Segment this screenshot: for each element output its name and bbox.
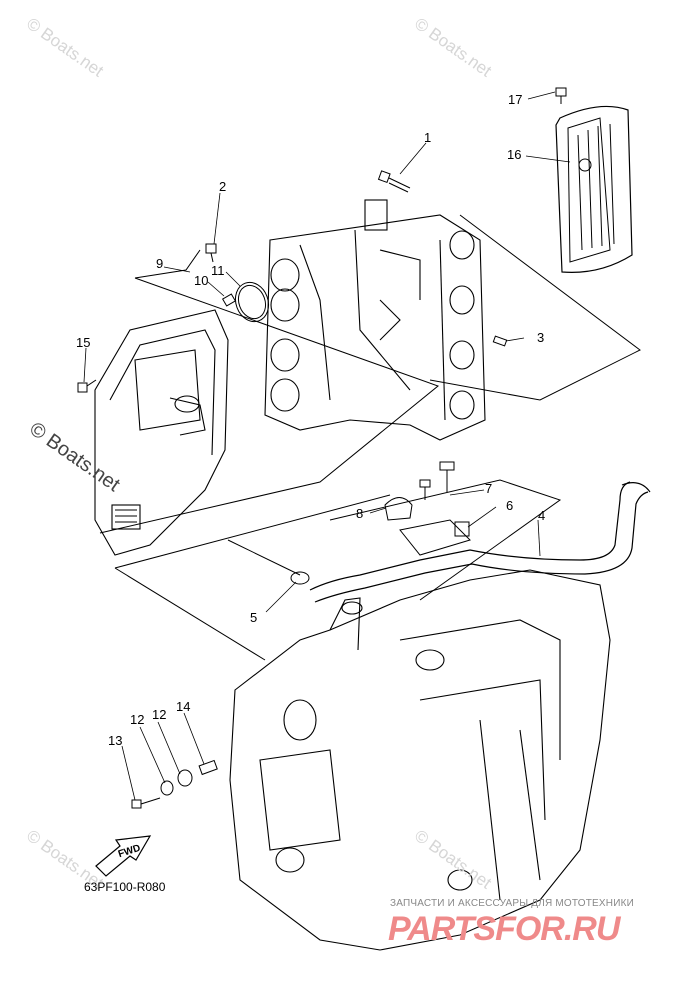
- bolt-part-7: [419, 461, 455, 500]
- engine-block-lower: [229, 569, 611, 951]
- callout-8: 8: [356, 506, 364, 521]
- leader-lines: [83, 91, 571, 801]
- group-outline-lower: [114, 479, 562, 661]
- pin-part-14: [198, 759, 218, 776]
- callout-10: 10: [194, 273, 209, 288]
- callout-12b: 12: [152, 707, 167, 722]
- bolt-part-17: [555, 87, 567, 104]
- bolt-part-13: [131, 797, 161, 809]
- bolt-part-2: [205, 243, 217, 263]
- clip-part-5: [290, 571, 310, 585]
- cylinder-cover-part-16: [555, 105, 633, 273]
- footer-tagline: ЗАПЧАСТИ И АКСЕССУАРЫ ДЛЯ МОТОТЕХНИКИ: [390, 898, 635, 909]
- callout-5: 5: [250, 610, 258, 625]
- group-outline-upper: [99, 214, 641, 534]
- pin-part-3: [492, 335, 508, 347]
- callout-16: 16: [507, 147, 522, 162]
- callout-4: 4: [538, 508, 546, 523]
- bolt-part-1: [377, 170, 411, 193]
- callout-7: 7: [485, 481, 493, 496]
- bracket-part-6: [399, 519, 471, 556]
- pin-part-10: [221, 293, 237, 307]
- footer-logo: PARTSFOR.RU: [388, 910, 620, 948]
- clamp-part-8: [384, 497, 413, 521]
- callout-11: 11: [211, 263, 225, 278]
- callout-2: 2: [219, 179, 227, 194]
- vapor-separator-part-9: [94, 309, 229, 556]
- callout-1: 1: [424, 130, 432, 145]
- fwd-arrow-icon: [95, 835, 152, 877]
- callout-14: 14: [176, 699, 191, 714]
- callout-12a: 12: [130, 712, 145, 727]
- callout-6: 6: [506, 498, 514, 513]
- hose-part-4: [309, 481, 651, 603]
- washer-part-12: [160, 769, 193, 796]
- callout-13: 13: [108, 733, 123, 748]
- callout-17: 17: [508, 92, 523, 107]
- callout-9: 9: [156, 256, 164, 271]
- callout-15: 15: [76, 335, 91, 350]
- engine-block-upper: [264, 199, 486, 441]
- diagram-code: 63PF100-R080: [84, 880, 166, 894]
- callout-3: 3: [537, 330, 545, 345]
- o-ring-part-11: [234, 281, 270, 323]
- bolt-part-15: [77, 379, 97, 393]
